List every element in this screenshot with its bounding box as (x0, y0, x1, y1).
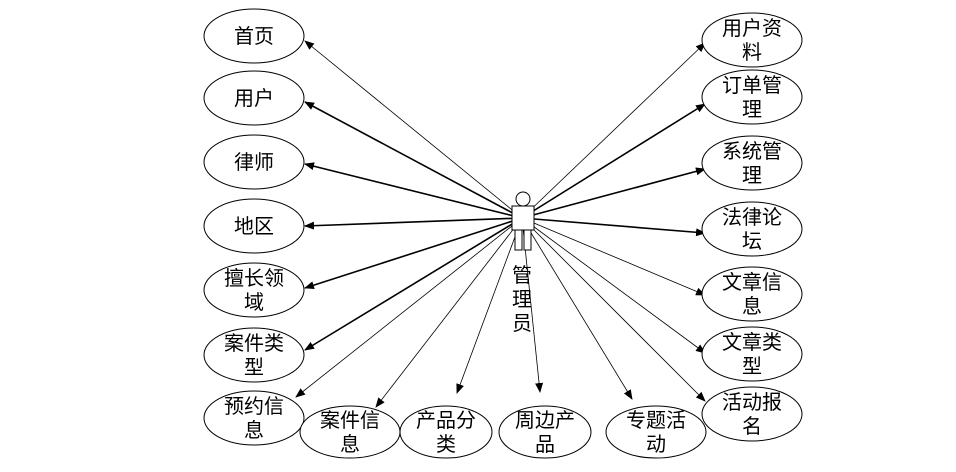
use-case-ellipse (399, 405, 493, 459)
association-arrow-article-info (521, 217, 706, 296)
actor-admin: 管 理 员 (511, 191, 535, 335)
use-case-ellipse (701, 386, 803, 442)
association-arrow-article-type (521, 217, 706, 354)
actor-right-leg (523, 229, 532, 251)
use-case-label: 品 (535, 432, 555, 456)
use-case-ellipse (203, 134, 305, 190)
association-arrow-special-event (521, 217, 633, 400)
use-case-label: 型 (244, 355, 264, 379)
association-arrow-profile (521, 42, 706, 219)
association-arrow-event-signup (521, 217, 706, 402)
use-case-label: 料 (742, 40, 762, 64)
association-arrow-law-forum (521, 217, 706, 237)
use-case-label: 产品分 (416, 408, 476, 432)
actor-label-line: 员 (512, 311, 532, 335)
association-arrow-user (304, 101, 523, 219)
use-case-label: 息 (244, 418, 264, 442)
actor-head (515, 191, 531, 207)
use-case-label: 类 (436, 432, 456, 456)
association-arrow-expertise (304, 217, 523, 290)
use-case-label: 坛 (742, 229, 762, 253)
use-case-ellipse (203, 8, 305, 64)
use-case-label: 文章信 (722, 270, 782, 294)
actor-left-leg (514, 229, 523, 251)
use-case-ellipse (203, 198, 305, 254)
use-case-label: 理 (742, 163, 762, 187)
use-case-label: 地区 (234, 214, 274, 238)
use-case-label: 系统管 (722, 139, 782, 163)
edges (295, 40, 706, 408)
use-case-ellipse (701, 326, 803, 382)
association-arrow-order-mgmt (521, 103, 706, 219)
use-case-label: 案件类 (224, 331, 284, 355)
association-arrow-lawyer (304, 162, 523, 219)
use-case-ellipse (701, 135, 803, 191)
association-arrow-case-info (375, 217, 523, 408)
association-arrow-region (304, 217, 523, 230)
use-case-label: 息 (742, 294, 762, 318)
use-case-ellipse (701, 12, 803, 68)
use-case-ellipse (701, 201, 803, 257)
actor-label-line: 理 (512, 287, 532, 311)
use-case-user: 用户 (203, 70, 305, 126)
use-case-label: 预约信 (224, 394, 284, 418)
use-case-label: 周边产 (515, 408, 575, 432)
use-case-label: 律师 (234, 150, 274, 174)
use-case-ellipse (605, 405, 707, 459)
use-case-label: 法律论 (722, 205, 782, 229)
use-case-label: 型 (742, 354, 762, 378)
use-case-label: 活动报 (722, 390, 782, 414)
use-case-label: 域 (244, 290, 264, 314)
association-arrow-appointment (295, 217, 523, 398)
use-case-label: 案件信 (320, 408, 380, 432)
use-cases: 首页用户律师地区擅长领域案件类型预约信息案件信息产品分类周边产品专题活动活动报名… (203, 8, 803, 459)
use-case-ellipse (203, 327, 305, 383)
use-case-ellipse (498, 405, 592, 459)
use-case-label: 专题活 (626, 408, 686, 432)
use-case-ellipse (203, 390, 305, 446)
association-arrow-home (304, 40, 523, 219)
actor-body (511, 205, 535, 231)
use-case-label: 订单管 (722, 73, 782, 97)
use-case-label: 擅长领 (224, 266, 284, 290)
use-case-label: 动 (646, 432, 666, 456)
use-case-region: 地区 (203, 198, 305, 254)
use-case-label: 名 (742, 414, 762, 438)
use-case-ellipse (701, 69, 803, 125)
use-case-ellipse (701, 266, 803, 322)
actor-label-line: 管 (512, 263, 532, 287)
use-case-label: 文章类 (722, 330, 782, 354)
use-case-lawyer: 律师 (203, 134, 305, 190)
use-case-label: 理 (742, 97, 762, 121)
use-case-home: 首页 (203, 8, 305, 64)
association-arrow-product-category (456, 217, 523, 394)
use-case-label: 息 (340, 432, 360, 456)
association-arrow-system-mgmt (521, 167, 706, 219)
use-case-ellipse (203, 70, 305, 126)
association-arrow-case-type (304, 217, 523, 351)
use-case-ellipse (203, 262, 305, 318)
use-case-label: 用户资 (722, 16, 782, 40)
use-case-label: 首页 (234, 24, 274, 48)
use-case-label: 用户 (234, 86, 274, 110)
